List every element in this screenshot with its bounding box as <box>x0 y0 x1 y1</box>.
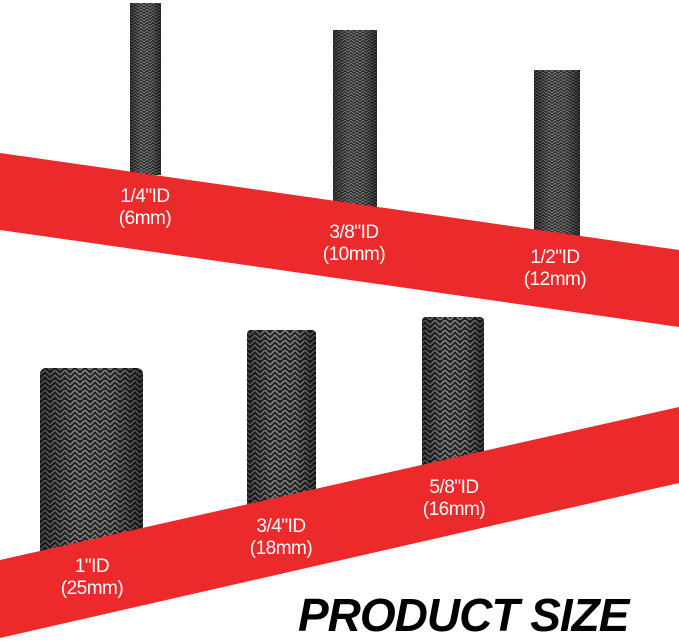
size-mm: (10mm) <box>322 244 386 265</box>
size-mm: (6mm) <box>118 208 172 229</box>
size-mm: (16mm) <box>422 499 486 520</box>
size-inch: 1"ID <box>74 556 110 577</box>
size-mm: (18mm) <box>249 538 313 559</box>
size-label-one-inch: 1"ID (25mm) <box>60 556 124 600</box>
size-inch: 1/2"ID <box>530 247 580 268</box>
tube-half-inch <box>534 70 580 245</box>
tube-three-eighths-inch <box>333 30 377 220</box>
tube-quarter-inch <box>130 3 161 175</box>
tube-three-quarter-inch <box>247 330 316 530</box>
red-band-bottom <box>0 407 679 638</box>
size-label-three-eighths-inch: 3/8"ID (10mm) <box>322 222 386 266</box>
size-inch: 3/8"ID <box>329 222 379 243</box>
size-inch: 5/8"ID <box>429 477 479 498</box>
tube-one-inch <box>40 368 143 558</box>
size-label-three-quarter-inch: 3/4"ID (18mm) <box>249 516 313 560</box>
product-size-title: PRODUCT SIZE <box>298 589 629 641</box>
red-band-top <box>0 153 679 327</box>
size-label-quarter-inch: 1/4"ID (6mm) <box>118 186 172 230</box>
tube-five-eighths-inch <box>422 317 484 497</box>
size-mm: (25mm) <box>60 578 124 599</box>
size-label-five-eighths-inch: 5/8"ID (16mm) <box>422 477 486 521</box>
size-mm: (12mm) <box>523 269 587 290</box>
size-inch: 1/4"ID <box>120 186 170 207</box>
size-inch: 3/4"ID <box>256 516 306 537</box>
size-label-half-inch: 1/2"ID (12mm) <box>523 247 587 291</box>
